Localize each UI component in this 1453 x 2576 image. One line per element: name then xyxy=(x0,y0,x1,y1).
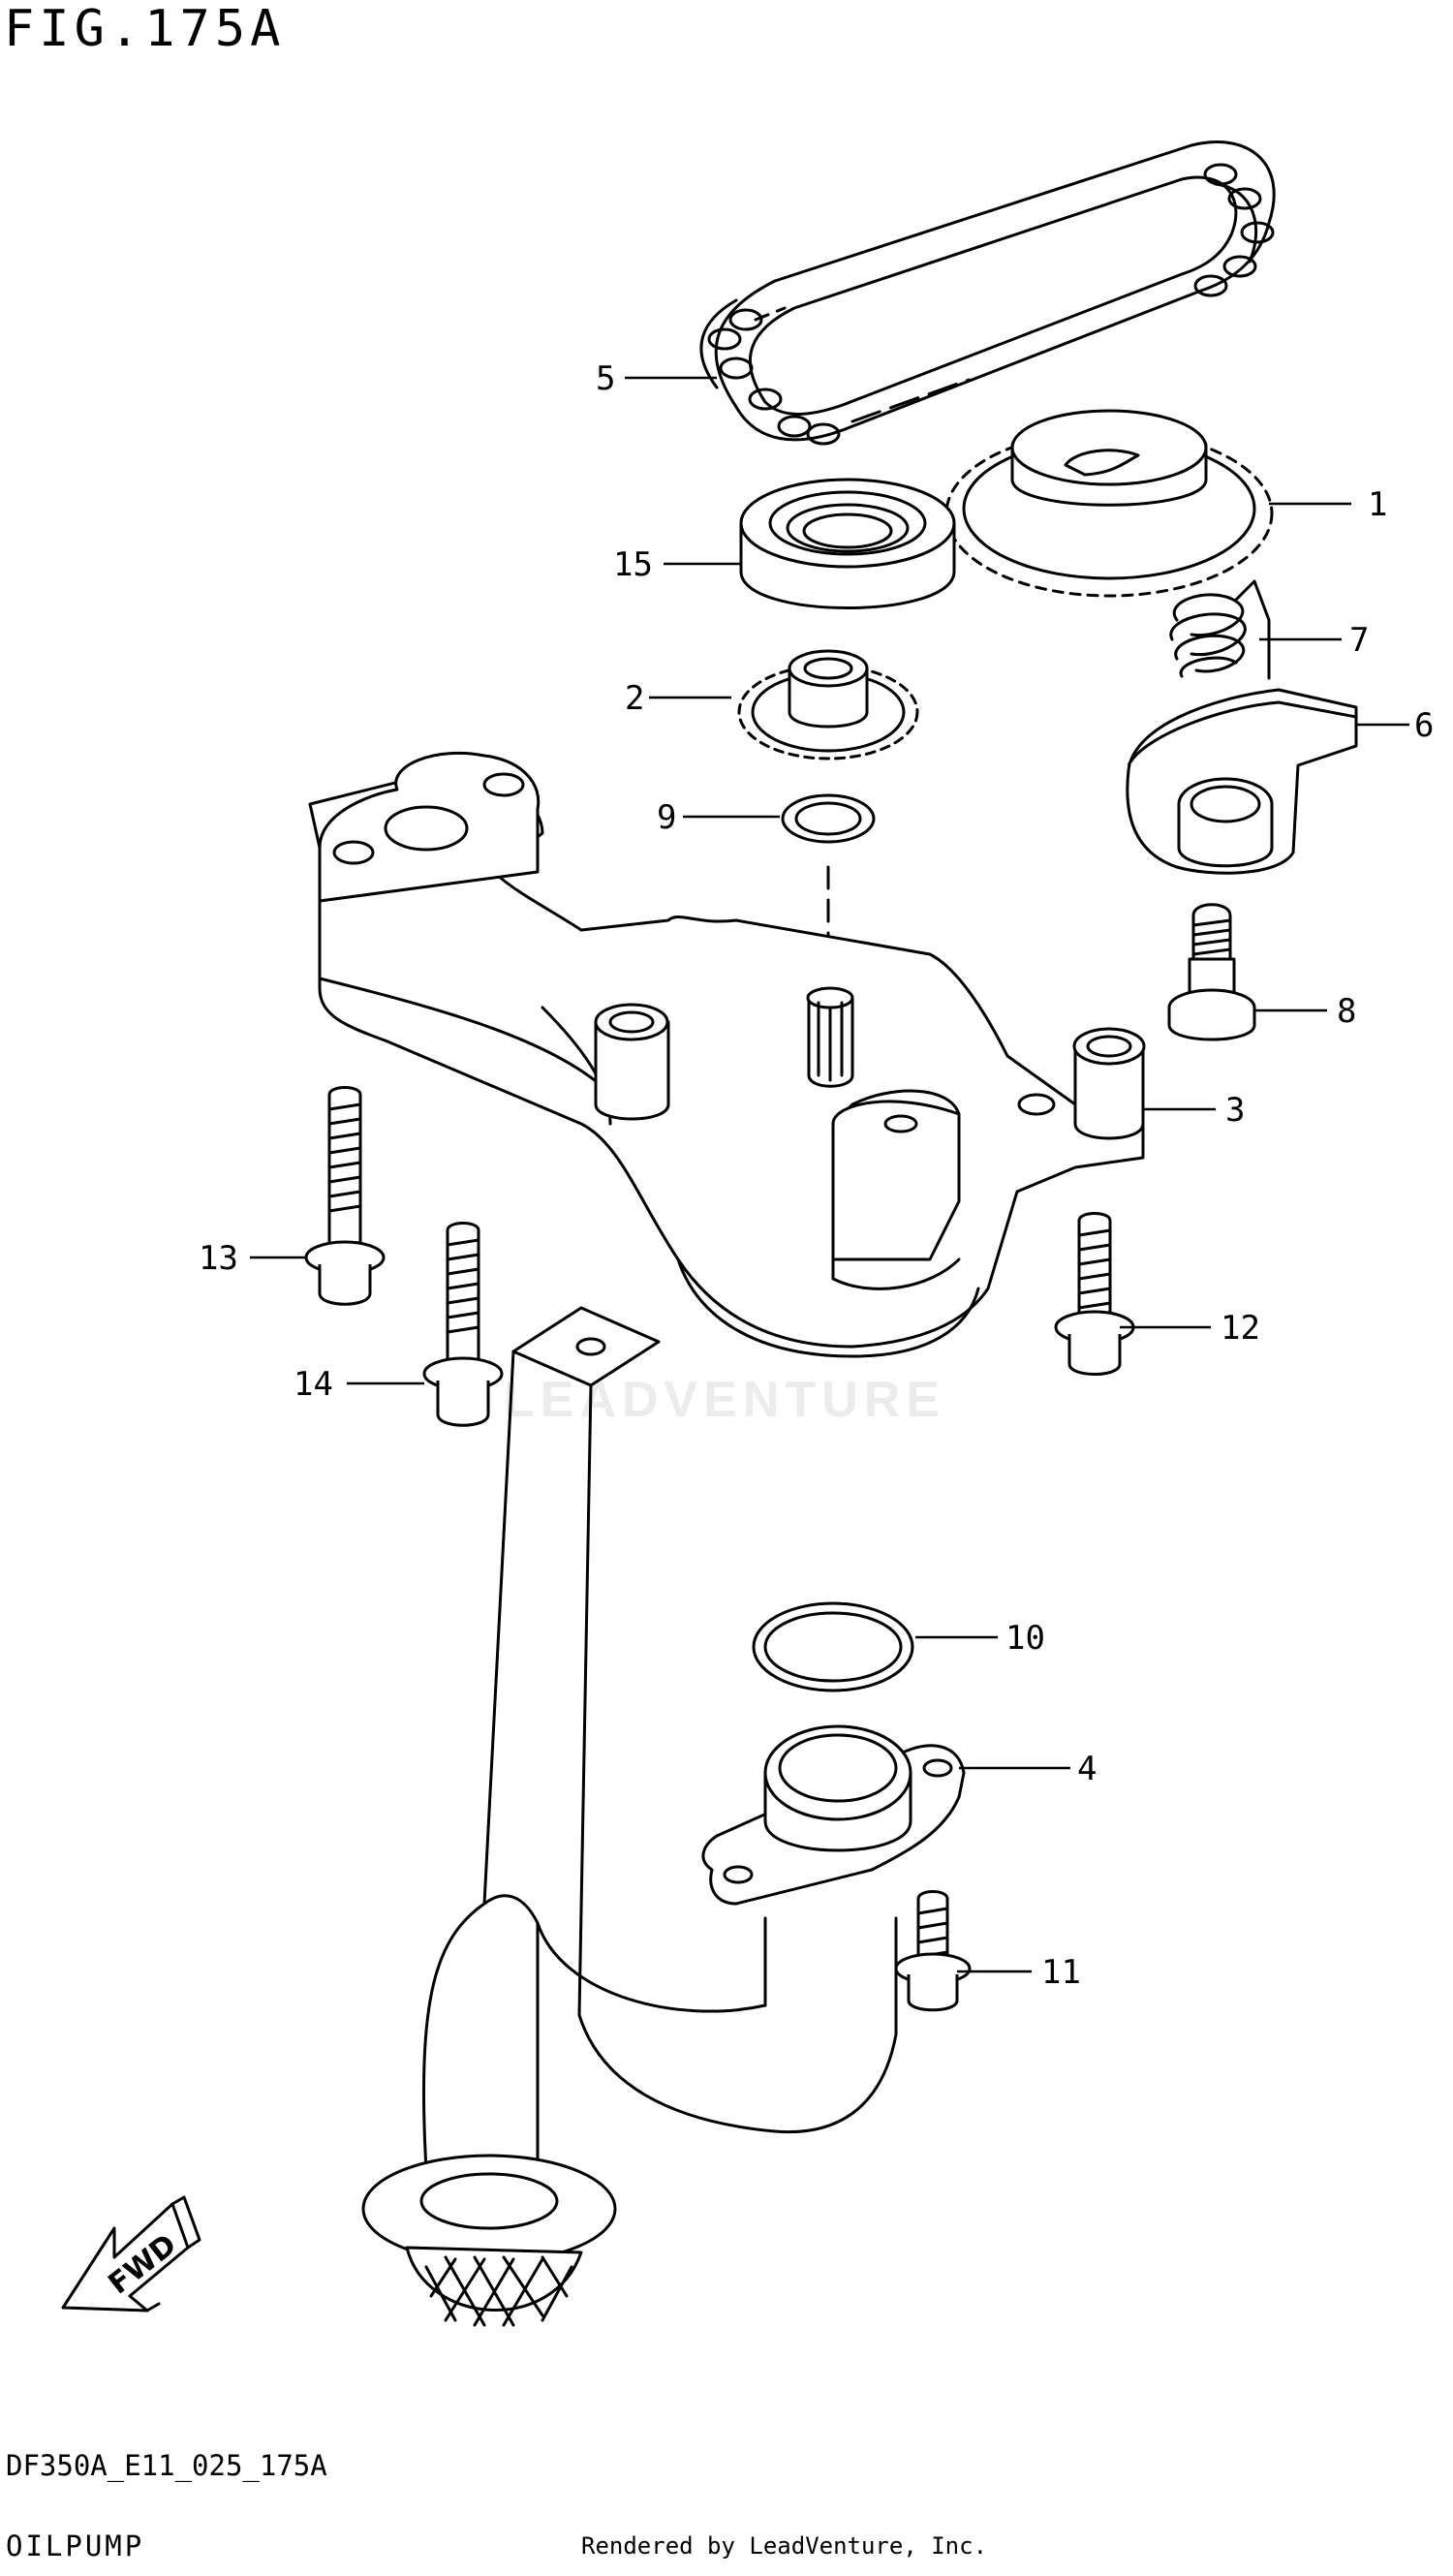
figure-title: FIG.175A xyxy=(4,0,286,58)
watermark-text: LEADVENTURE xyxy=(504,1372,946,1428)
callout-14[interactable]: 14 xyxy=(294,1365,333,1404)
part-chain-5[interactable] xyxy=(699,140,1276,446)
callout-9[interactable]: 9 xyxy=(657,798,676,837)
part-sprocket-1[interactable] xyxy=(944,409,1274,598)
part-bolt-11[interactable] xyxy=(894,1890,972,2012)
part-bolt-14[interactable] xyxy=(422,1222,504,1427)
suction-pipe xyxy=(361,1306,898,2327)
fwd-arrow-icon: FWD xyxy=(61,2195,201,2312)
part-spring-7[interactable] xyxy=(1169,579,1271,680)
rendered-by: Rendered by LeadVenture, Inc. xyxy=(581,2532,988,2560)
callout-6[interactable]: 6 xyxy=(1414,706,1434,745)
callout-10[interactable]: 10 xyxy=(1005,1619,1045,1658)
callout-11[interactable]: 11 xyxy=(1041,1953,1081,1992)
diagram-code: DF350A_E11_025_175A xyxy=(6,2449,327,2482)
callout-1[interactable]: 1 xyxy=(1368,485,1387,524)
part-oring-10[interactable] xyxy=(752,1601,914,1692)
part-flange-4[interactable] xyxy=(701,1724,966,1906)
callout-12[interactable]: 12 xyxy=(1221,1309,1260,1348)
callout-4[interactable]: 4 xyxy=(1077,1750,1097,1788)
callout-8[interactable]: 8 xyxy=(1337,992,1356,1031)
leader-lines xyxy=(250,376,1409,1973)
diagram-name: OILPUMP xyxy=(6,2529,145,2562)
callout-15[interactable]: 15 xyxy=(613,545,653,584)
part-bolt-12[interactable] xyxy=(1054,1212,1135,1376)
part-bolt-8[interactable] xyxy=(1167,903,1256,1041)
part-pump-body-3[interactable] xyxy=(308,751,1146,1358)
part-washer-9[interactable] xyxy=(781,793,876,844)
part-bearing-15[interactable] xyxy=(739,478,956,609)
callout-13[interactable]: 13 xyxy=(199,1239,238,1278)
callout-2[interactable]: 2 xyxy=(625,679,644,718)
callout-7[interactable]: 7 xyxy=(1349,621,1369,660)
callout-3[interactable]: 3 xyxy=(1225,1091,1245,1130)
part-bolt-13[interactable] xyxy=(304,1086,386,1306)
part-guide-6[interactable] xyxy=(1126,688,1358,875)
part-sprocket-2[interactable] xyxy=(737,649,919,760)
callout-5[interactable]: 5 xyxy=(596,359,615,398)
